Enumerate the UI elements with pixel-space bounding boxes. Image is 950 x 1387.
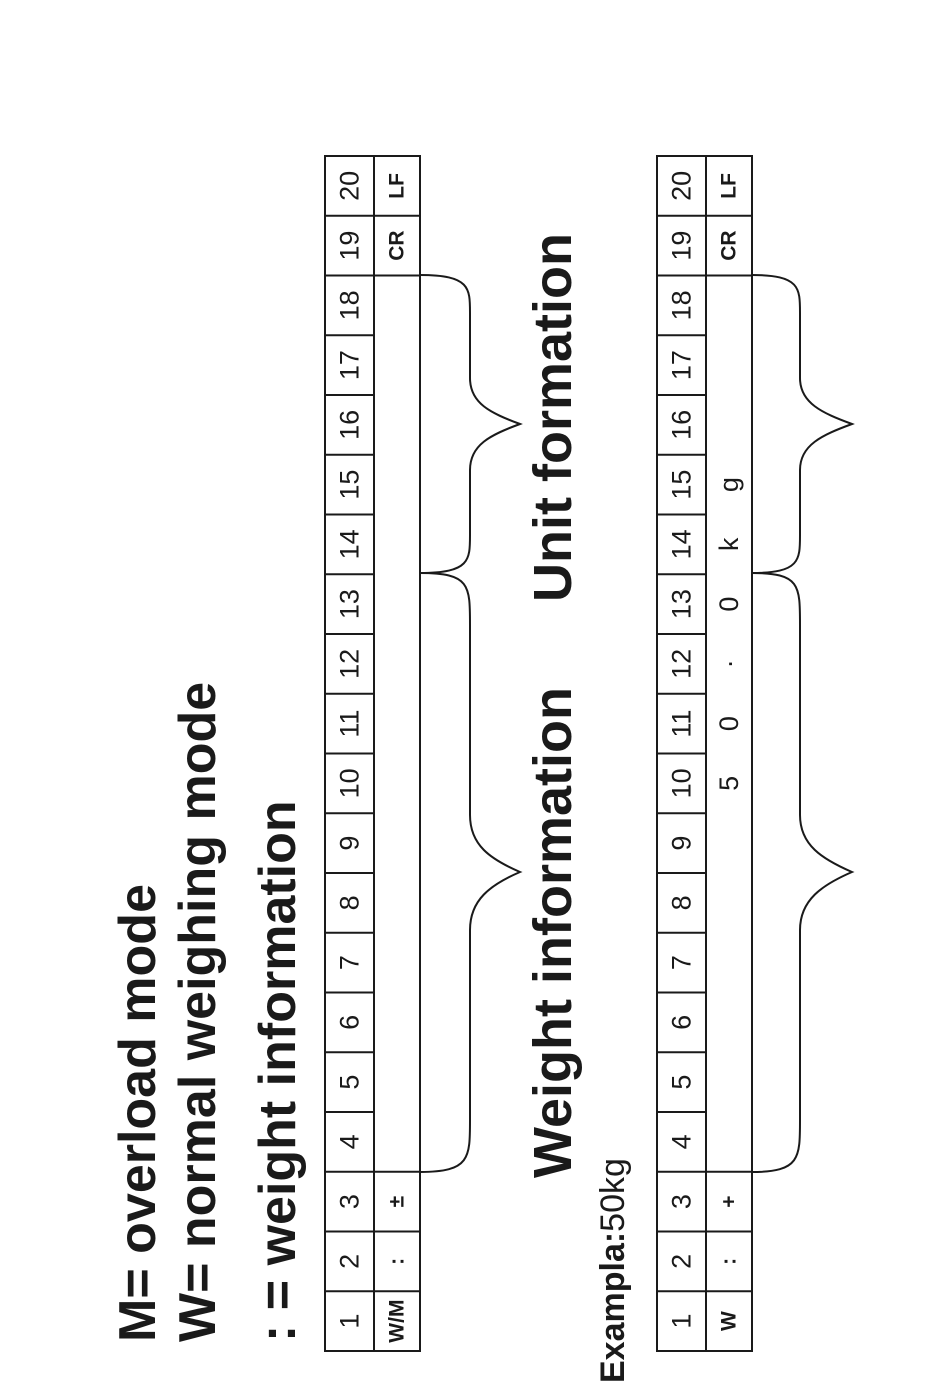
frame1-code-19: CR: [386, 230, 409, 260]
frame1-code-20: LF: [386, 173, 409, 199]
frame1-position-17: 17: [335, 350, 365, 380]
caption-unit-formation: Unit formation: [526, 233, 580, 602]
frame2-code-13: 0: [714, 597, 744, 612]
frame1-code-2: :: [386, 1258, 409, 1265]
frame1-position-1: 1: [335, 1314, 365, 1329]
frame1-position-13: 13: [335, 589, 365, 619]
frame2-position-11: 11: [667, 710, 697, 738]
frame2-code-15: g: [714, 477, 744, 492]
frame2-position-13: 13: [667, 589, 697, 619]
frame1-position-9: 9: [335, 836, 365, 851]
frame2-position-18: 18: [667, 290, 697, 320]
frame2-code-10: 5: [714, 776, 744, 791]
frame2-position-12: 12: [667, 649, 697, 679]
example-label: Exampla:50kg: [596, 1158, 630, 1383]
frame1-code-3: ±: [386, 1195, 409, 1207]
frame2-position-16: 16: [667, 410, 697, 440]
frame2-position-3: 3: [667, 1194, 697, 1209]
frame2-code-11: 0: [714, 716, 744, 731]
frame2-code-3: +: [718, 1195, 741, 1207]
frame2-position-4: 4: [667, 1134, 697, 1149]
frame1-position-20: 20: [335, 171, 365, 201]
frame1-position-18: 18: [335, 290, 365, 320]
frame2-code-1: W: [718, 1311, 741, 1331]
frame2-position-20: 20: [667, 171, 697, 201]
frame2-code-12: ·: [714, 659, 744, 668]
frame2-position-9: 9: [667, 836, 697, 851]
frame1-position-11: 11: [335, 710, 365, 738]
brace-weight-information-2: [752, 573, 852, 1172]
frame1-position-2: 2: [335, 1254, 365, 1269]
frame2-position-19: 19: [667, 231, 697, 261]
brace-weight-information-1: [420, 573, 520, 1172]
frame2-position-10: 10: [667, 768, 697, 798]
frame1-code-1: W/M: [386, 1300, 409, 1343]
frame-table-example: 1 W 2: 3 +4 5 6 7 8 9 10 5 11 0 12 · 13 0 14 k 15 g 16 17 18 19 CR…: [657, 156, 752, 1351]
frame2-position-6: 6: [667, 1015, 697, 1030]
frame2-position-1: 1: [667, 1314, 697, 1329]
frame2-code-2: :: [718, 1258, 741, 1265]
frame-table-format: 1 W/M 2: 3 ±4 5 6 7 8 9 10 11 12 13 14 15 16 17 18 19 CR 20 LF: [325, 156, 420, 1351]
frame1-position-16: 16: [335, 410, 365, 440]
frame1-position-3: 3: [335, 1194, 365, 1209]
frame1-position-7: 7: [335, 955, 365, 970]
frame1-position-15: 15: [335, 470, 365, 500]
frame2-position-8: 8: [667, 895, 697, 910]
caption-weight-information: Weight information: [526, 687, 580, 1178]
frame2-position-17: 17: [667, 350, 697, 380]
frame2-code-19: CR: [718, 230, 741, 260]
frame1-position-4: 4: [335, 1134, 365, 1149]
brace-unit-formation-2: [752, 275, 852, 573]
frame1-position-10: 10: [335, 768, 365, 798]
frame1-position-8: 8: [335, 895, 365, 910]
frame1-position-5: 5: [335, 1075, 365, 1090]
frame2-code-14: k: [714, 537, 744, 551]
frame2-code-20: LF: [718, 173, 741, 199]
frame1-position-19: 19: [335, 231, 365, 261]
frame2-position-14: 14: [667, 529, 697, 559]
frame1-position-14: 14: [335, 529, 365, 559]
frame1-position-6: 6: [335, 1015, 365, 1030]
frame2-position-7: 7: [667, 955, 697, 970]
frame2-position-2: 2: [667, 1254, 697, 1269]
frame1-position-12: 12: [335, 649, 365, 679]
frame2-position-5: 5: [667, 1075, 697, 1090]
example-value: 50kg: [594, 1158, 632, 1232]
example-prefix: Exampla:: [594, 1232, 632, 1383]
frame2-position-15: 15: [667, 470, 697, 500]
brace-unit-formation-1: [420, 275, 520, 573]
